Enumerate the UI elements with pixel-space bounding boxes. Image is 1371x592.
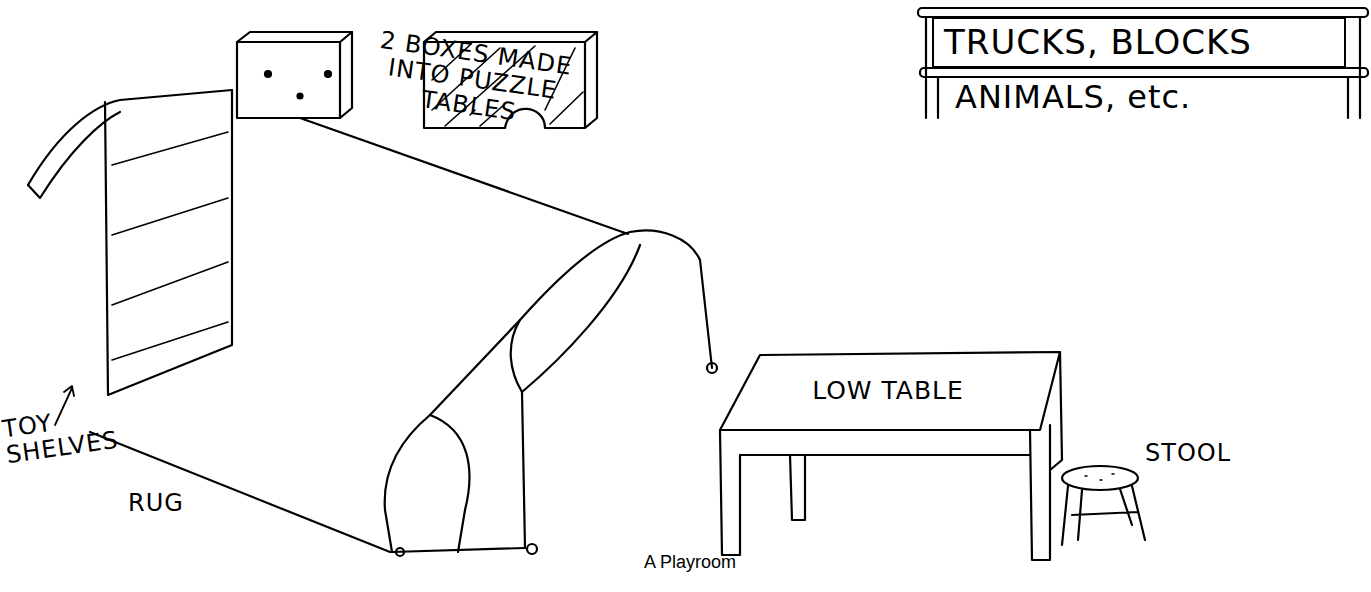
table-top: LOW TABLE — [718, 350, 1062, 432]
shelf-sign: TRUCKS, BLOCKS — [932, 17, 1346, 68]
toy-shelf-unit — [918, 8, 1368, 118]
annotation: RUG — [128, 490, 218, 516]
stool — [1062, 466, 1145, 545]
node-text: LOW TABLE — [718, 377, 1058, 405]
caption: A Playroom — [600, 553, 780, 573]
shelf-label: ANIMALS, etc. — [955, 80, 1255, 115]
annotation: 2 BOXES MADE INTO PUZZLE TABLES — [356, 25, 590, 135]
toy-shelves — [28, 90, 232, 425]
annotation: TOY SHELVES — [1, 400, 127, 469]
node-text: TRUCKS, BLOCKS — [944, 24, 1334, 61]
annotation: STOOL — [1145, 440, 1255, 466]
sofa — [385, 230, 717, 556]
puzzle-box — [237, 32, 352, 118]
rug — [90, 118, 628, 552]
